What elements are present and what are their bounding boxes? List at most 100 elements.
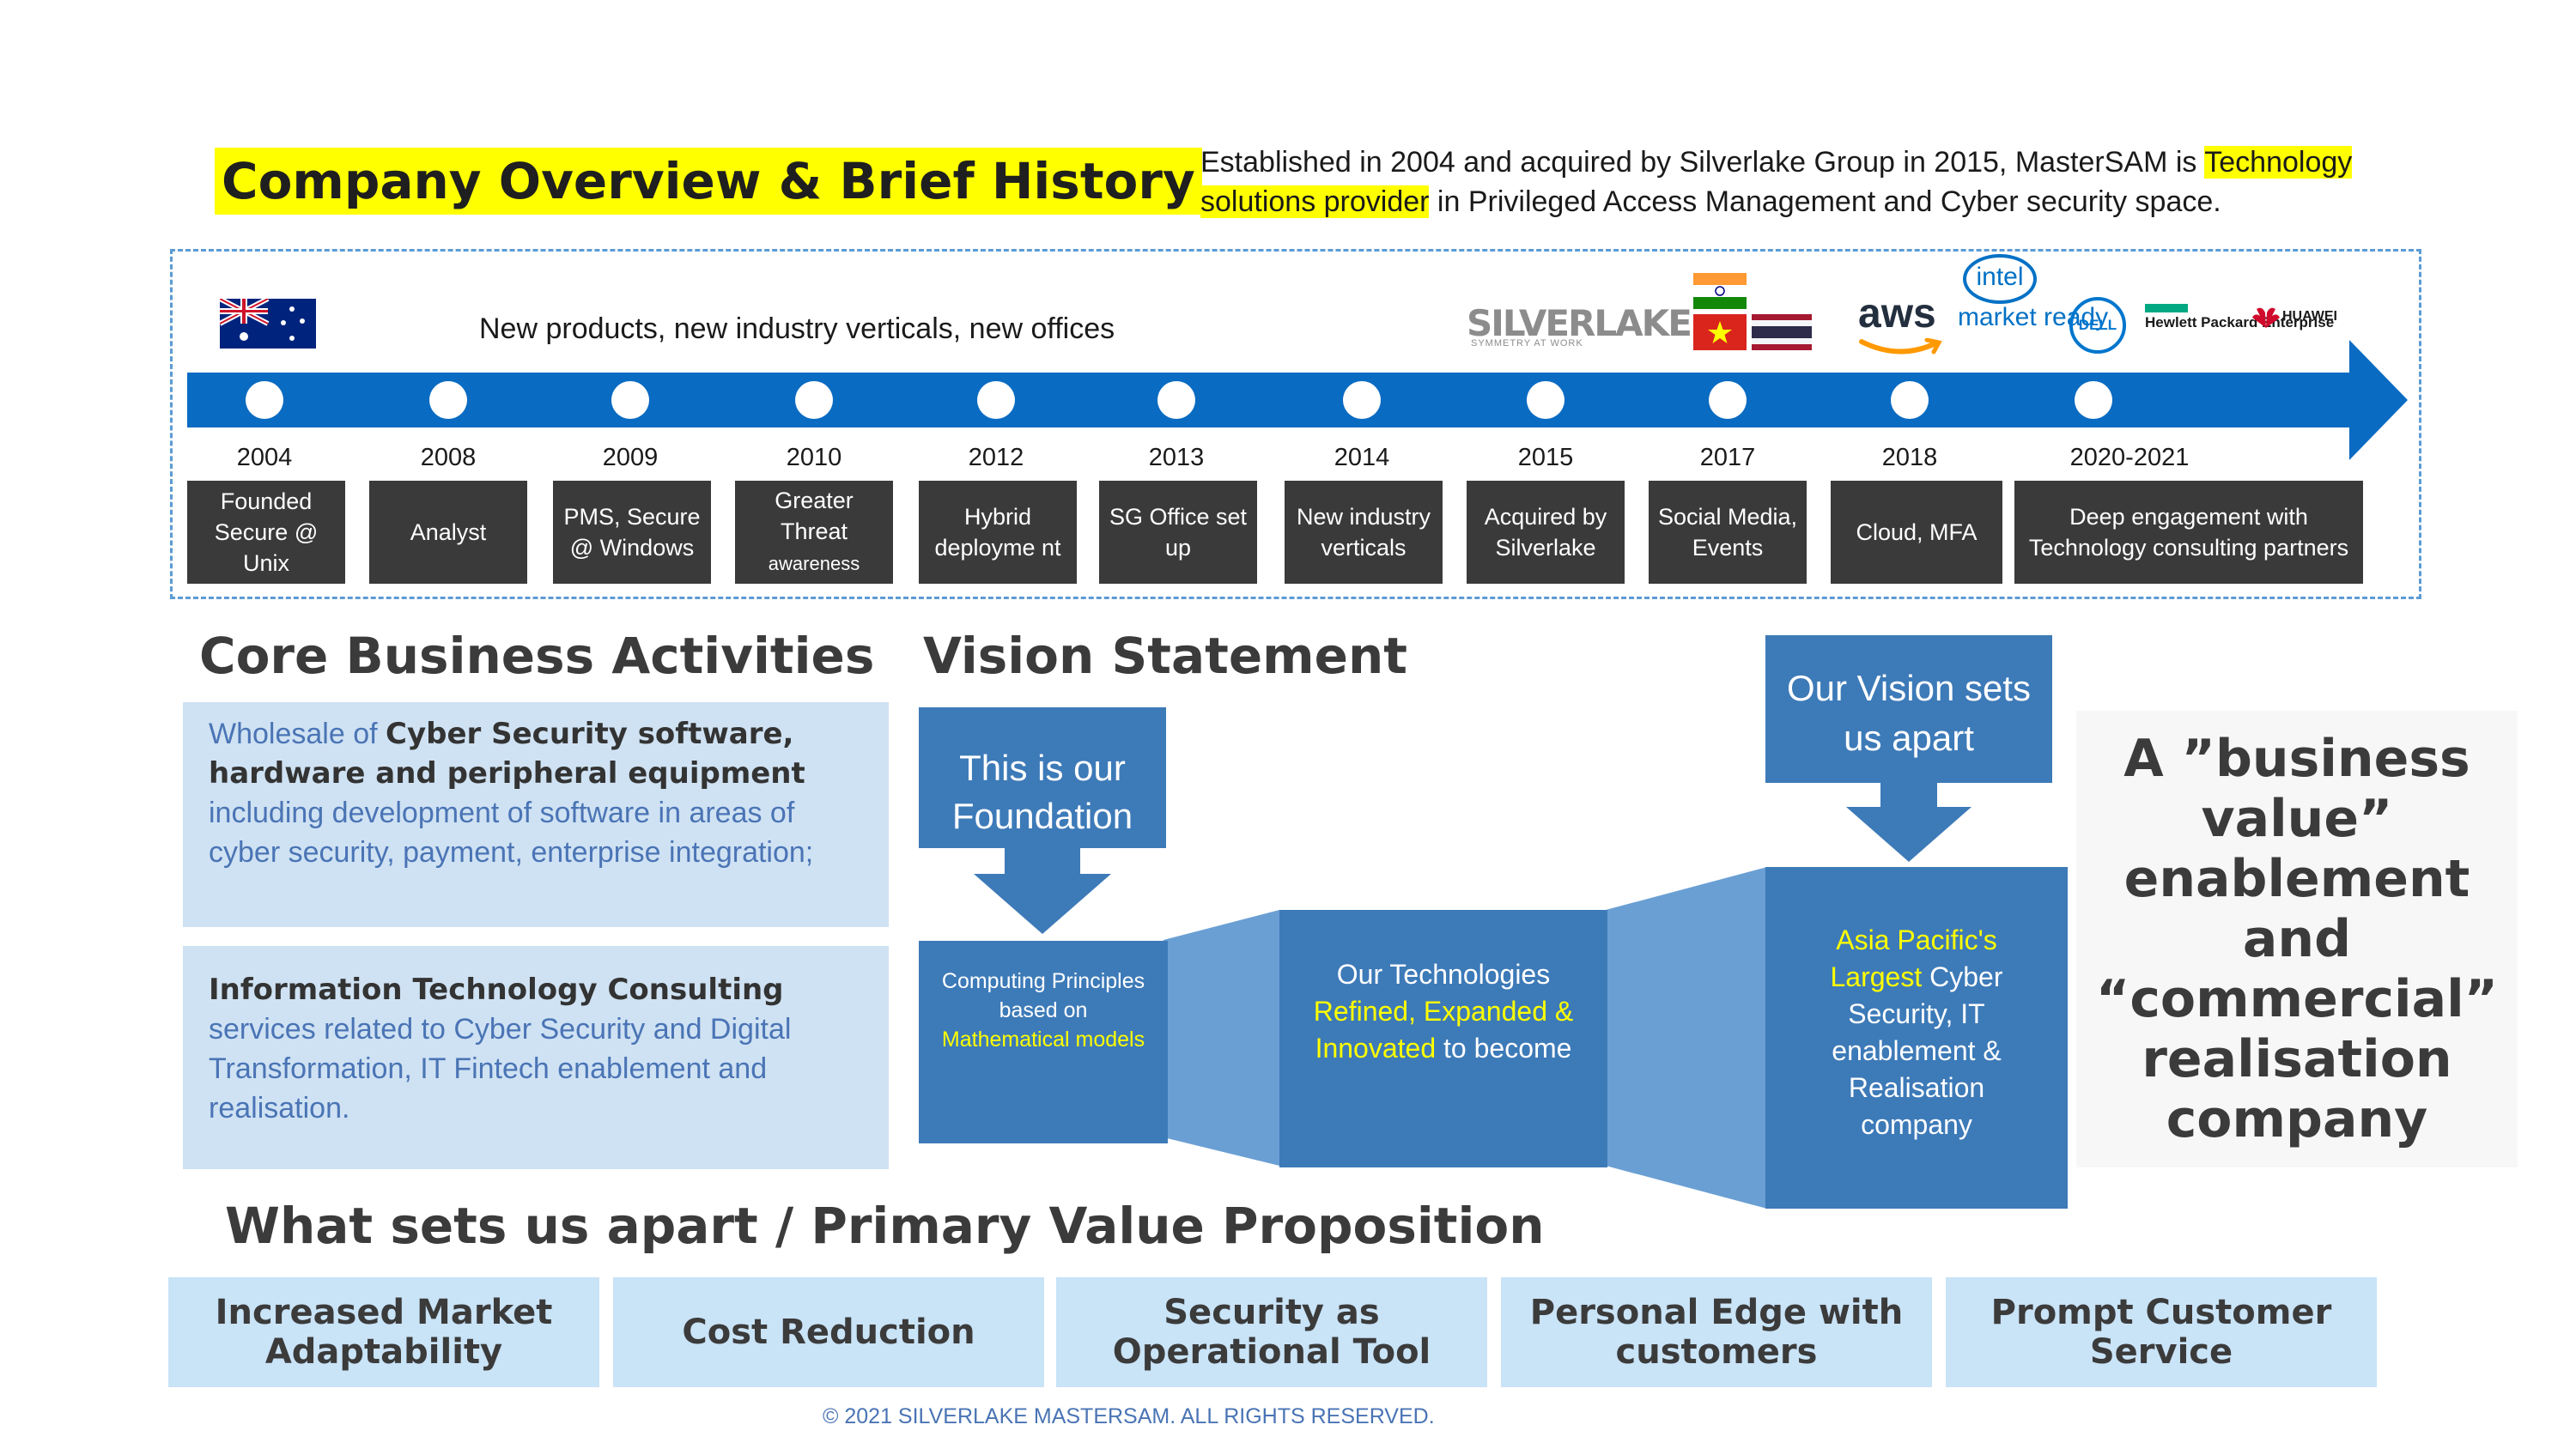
- core-activity-wholesale: Wholesale of Cyber Security software, ha…: [183, 702, 889, 927]
- timeline-milestone: SG Office set up: [1099, 481, 1257, 584]
- timeline-milestone: Cloud, MFA: [1831, 481, 2002, 584]
- vision-title: Vision Statement: [923, 627, 1407, 685]
- milestone-label: Acquired by Silverlake: [1484, 504, 1607, 561]
- intro-text: Established in 2004 and acquired by Silv…: [1200, 146, 2205, 179]
- value-prop-item: Prompt Customer Service: [1946, 1277, 2377, 1387]
- hpe-logo: Hewlett Packard Enterprise: [2145, 314, 2335, 330]
- vision-box-text-2: to become: [1436, 1033, 1572, 1064]
- apart-callout-text: Our Vision sets us apart: [1786, 668, 2031, 758]
- vision-box-text: Cyber Security, IT enablement & Realisat…: [1832, 961, 2003, 1140]
- timeline-milestone: Social Media, Events: [1649, 481, 1807, 584]
- timeline-milestone: Acquired by Silverlake: [1467, 481, 1625, 584]
- timeline-dot: [246, 381, 283, 419]
- timeline-year: 2017: [1699, 444, 1756, 471]
- silverlake-tagline: SYMMETRY AT WORK: [1471, 338, 1583, 349]
- company-intro: Established in 2004 and acquired by Silv…: [1200, 142, 2454, 221]
- foundation-callout-arrow: [974, 848, 1111, 934]
- timeline-arrow: [187, 340, 2408, 460]
- timeline-year: 2013: [1148, 444, 1205, 471]
- timeline-milestone: Greater Threat awareness: [735, 481, 893, 584]
- milestone-label: SG Office set up: [1109, 504, 1248, 561]
- vision-box-highlight: Mathematical models: [941, 1028, 1145, 1052]
- aws-smile-icon: [1859, 338, 1942, 355]
- hpe-bar-icon: [2145, 304, 2188, 312]
- vision-box-technologies: Our Technologies Refined, Expanded & Inn…: [1279, 910, 1607, 1167]
- huawei-petal-icon: [2252, 307, 2280, 328]
- milestone-label: Social Media, Events: [1657, 504, 1798, 561]
- timeline-milestone: Founded Secure @ Unix: [187, 481, 345, 584]
- vision-connector: [1163, 910, 1279, 1166]
- milestone-label-small: awareness: [768, 553, 860, 574]
- dell-logo: DELL: [2069, 297, 2126, 354]
- value-prop-item: Cost Reduction: [613, 1277, 1044, 1387]
- vietnam-flag-icon: [1693, 314, 1747, 350]
- apart-callout-arrow: [1846, 783, 1971, 862]
- timeline-year: 2009: [602, 444, 659, 471]
- milestone-label: Cloud, MFA: [1856, 519, 1978, 545]
- australia-flag-icon: [220, 299, 316, 349]
- vision-connector: [1606, 867, 1767, 1209]
- india-flag-icon: [1693, 273, 1747, 309]
- intel-logo: intel: [1963, 254, 2037, 304]
- milestone-label: Deep engagement with Technology consulti…: [2028, 504, 2349, 561]
- silverlake-logo: SILVERLAKE: [1467, 302, 1692, 344]
- timeline-year: 2020-2021: [2069, 444, 2190, 471]
- timeline-milestone: PMS, Secure @ Windows: [553, 481, 711, 584]
- vision-box-text: Our Technologies: [1336, 959, 1551, 990]
- vision-box-highlight: Asia Pacific's Largest: [1830, 925, 1997, 992]
- huawei-logo: HUAWEI: [2282, 309, 2337, 324]
- vision-diagram: [919, 635, 2052, 1209]
- timeline-dot: [1527, 381, 1564, 419]
- timeline-dot: [795, 381, 833, 419]
- timeline-tagline: New products, new industry verticals, ne…: [479, 312, 1115, 345]
- intro-text-end: in Privileged Access Management and Cybe…: [1429, 185, 2221, 218]
- milestone-label: Analyst: [410, 519, 487, 545]
- core-activity-desc: including development of software in are…: [209, 797, 814, 869]
- vision-box-foundation: Computing Principles based on Mathematic…: [919, 941, 1168, 1143]
- value-prop-item: Personal Edge with customers: [1501, 1277, 1932, 1387]
- value-prop-item: Security as Operational Tool: [1056, 1277, 1487, 1387]
- milestone-label: Hybrid deployme nt: [934, 504, 1061, 561]
- copyright-footer: © 2021 SILVERLAKE MASTERSAM. ALL RIGHTS …: [823, 1404, 1435, 1428]
- timeline-frame: [170, 249, 2421, 599]
- vision-box-text: Computing Principles based on: [941, 969, 1145, 1022]
- timeline-dot: [429, 381, 467, 419]
- value-prop-item: Increased Market Adaptability: [168, 1277, 599, 1387]
- timeline-year: 2012: [968, 444, 1024, 471]
- milestone-label: Greater Threat: [775, 488, 854, 544]
- foundation-callout-text: This is our Foundation: [951, 748, 1133, 836]
- vision-box-highlight: Refined, Expanded & Innovated: [1313, 996, 1574, 1064]
- timeline-dot: [2075, 381, 2112, 419]
- timeline-milestone: Hybrid deployme nt: [919, 481, 1077, 584]
- business-value-statement: A ”business value” enablement and “comme…: [2076, 711, 2518, 1167]
- milestone-label: New industry verticals: [1296, 504, 1431, 561]
- aws-logo: aws: [1858, 291, 1936, 336]
- milestone-label: Founded Secure @ Unix: [214, 488, 319, 576]
- core-activity-consulting: Information Technology Consulting servic…: [183, 946, 889, 1169]
- apart-callout-box: [1765, 635, 2052, 783]
- value-prop-title: What sets us apart / Primary Value Propo…: [225, 1197, 1545, 1255]
- timeline-year: 2014: [1334, 444, 1390, 471]
- timeline-dot: [1891, 381, 1929, 419]
- core-activity-prefix: Wholesale of: [209, 718, 386, 750]
- timeline-dot: [977, 381, 1015, 419]
- timeline-year: 2008: [420, 444, 477, 471]
- timeline-milestone: Analyst: [369, 481, 527, 584]
- milestone-label: PMS, Secure @ Windows: [563, 504, 701, 561]
- timeline-milestone: Deep engagement with Technology consulti…: [2014, 481, 2363, 584]
- foundation-callout-box: [919, 707, 1166, 848]
- timeline-year: 2018: [1881, 444, 1938, 471]
- timeline-dot: [1343, 381, 1381, 419]
- timeline-milestone: New industry verticals: [1285, 481, 1443, 584]
- vision-box-asia-pacific: Asia Pacific's Largest Cyber Security, I…: [1765, 867, 2068, 1209]
- core-activities-title: Core Business Activities: [199, 627, 875, 685]
- thailand-flag-icon: [1752, 314, 1812, 350]
- timeline-dot: [611, 381, 649, 419]
- core-activity-heading: Information Technology Consulting: [209, 973, 784, 1007]
- timeline-year: 2015: [1517, 444, 1574, 471]
- core-activity-desc: services related to Cyber Security and D…: [209, 1013, 792, 1125]
- timeline-year: 2004: [236, 444, 293, 471]
- timeline-dot: [1709, 381, 1747, 419]
- core-activity-heading: Cyber Security software, hardware and pe…: [209, 717, 805, 791]
- timeline-dot: [1157, 381, 1195, 419]
